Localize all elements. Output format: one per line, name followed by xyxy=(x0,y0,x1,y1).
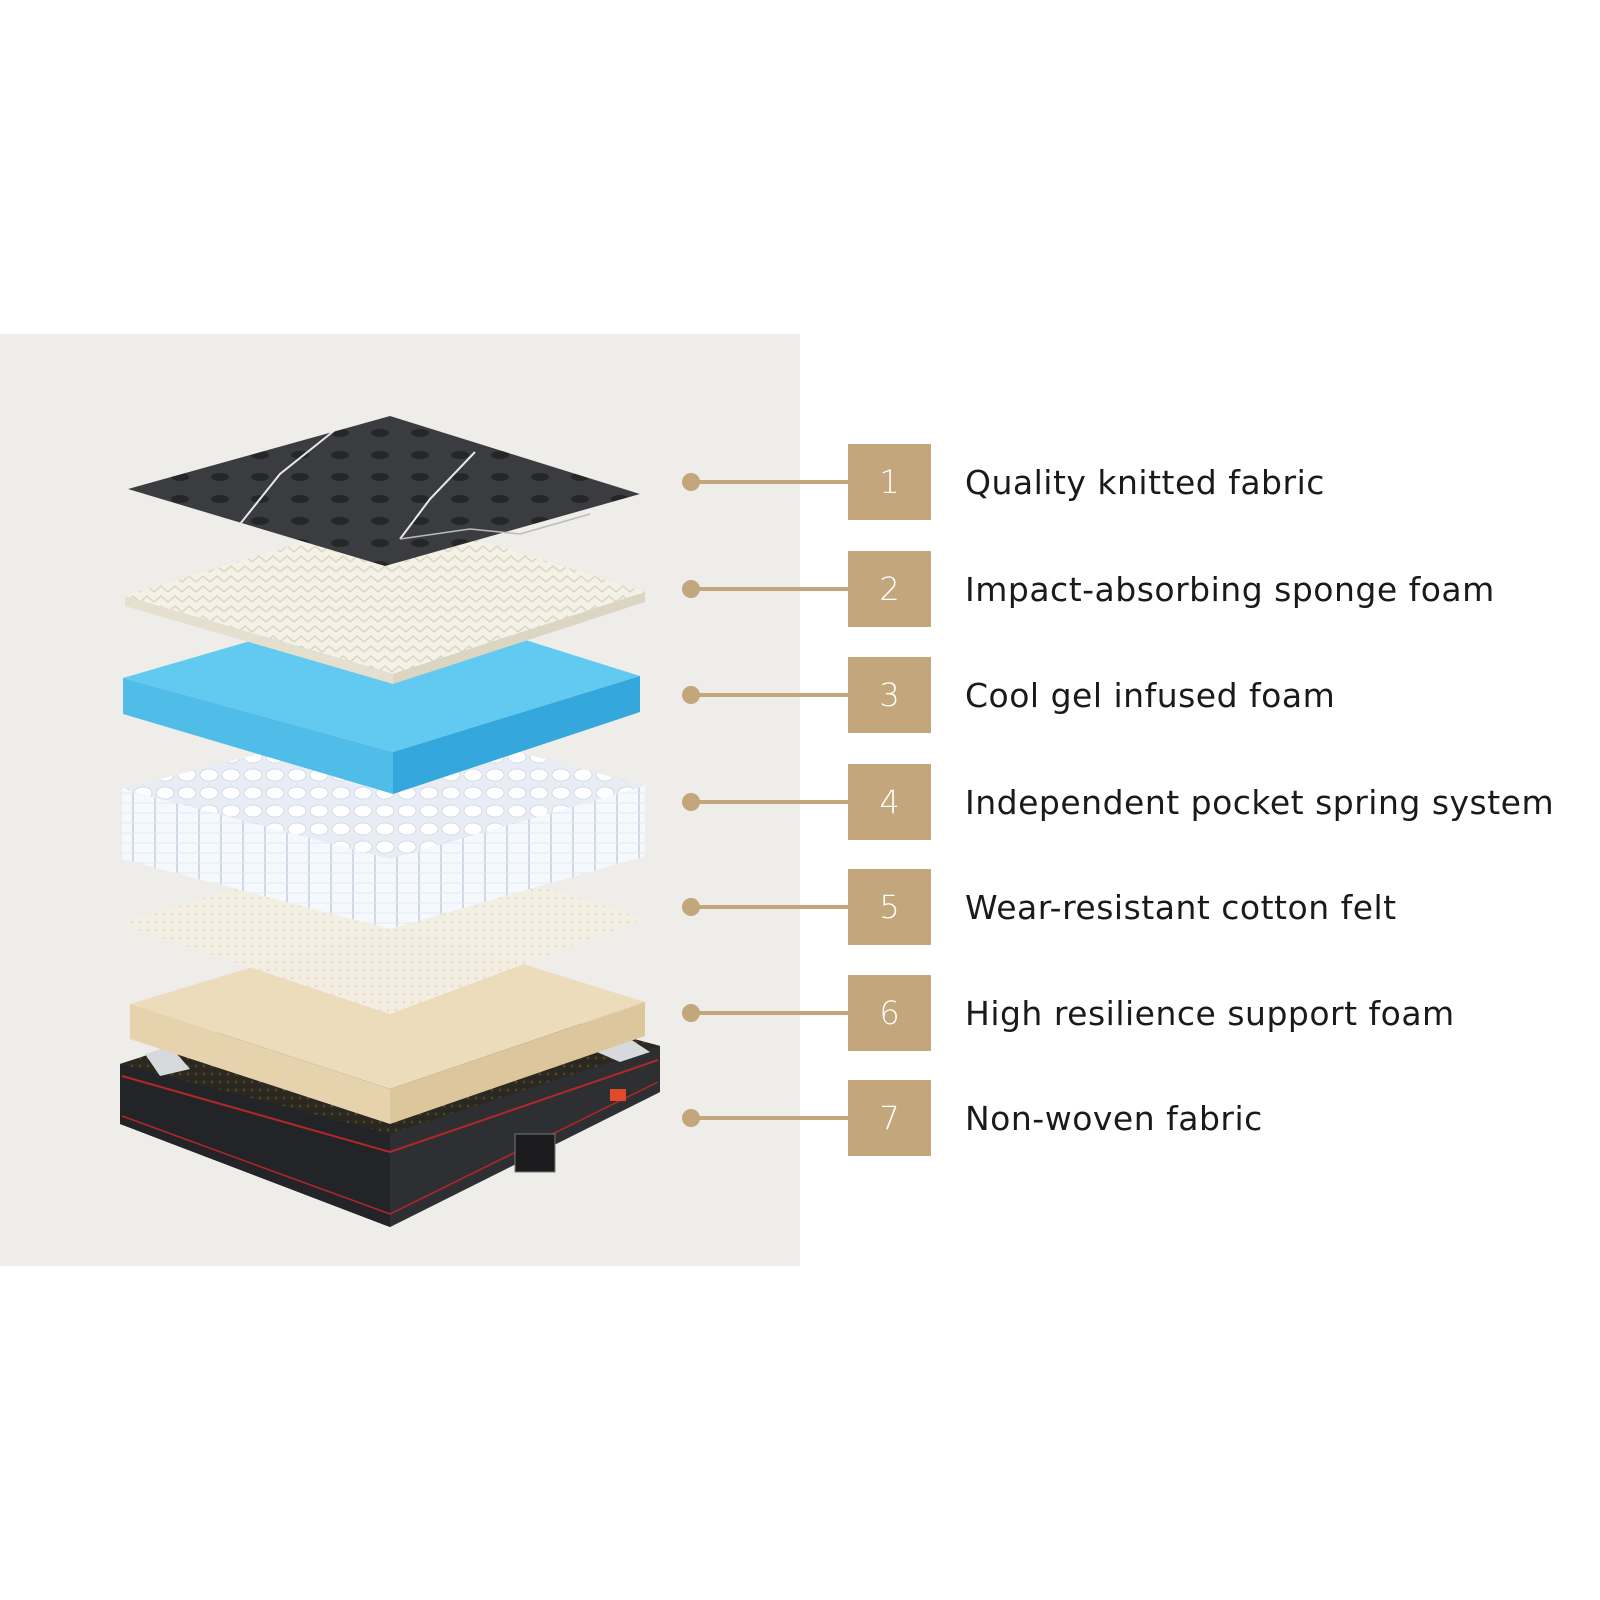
connector-line xyxy=(692,1011,852,1015)
layer-label: Non-woven fabric xyxy=(965,1098,1263,1138)
brand-tag-icon xyxy=(610,1089,626,1101)
layer-number-badge: 7 xyxy=(848,1080,931,1156)
callout-row-3: 3 Cool gel infused foam xyxy=(0,657,1600,733)
connector-line xyxy=(692,480,852,484)
callout-row-1: 1 Quality knitted fabric xyxy=(0,444,1600,520)
layer-number-badge: 4 xyxy=(848,764,931,840)
layer-2-sponge-foam xyxy=(125,514,645,684)
layer-label: Cool gel infused foam xyxy=(965,675,1336,715)
layer-number-badge: 3 xyxy=(848,657,931,733)
connector-dot-icon xyxy=(682,1109,700,1127)
connector-dot-icon xyxy=(682,473,700,491)
callout-row-2: 2 Impact-absorbing sponge foam xyxy=(0,551,1600,627)
connector-line xyxy=(692,905,852,909)
layer-label: Impact-absorbing sponge foam xyxy=(965,569,1495,609)
callout-row-4: 4 Independent pocket spring system xyxy=(0,764,1600,840)
connector-line xyxy=(692,587,852,591)
connector-dot-icon xyxy=(682,793,700,811)
layer-number-badge: 1 xyxy=(848,444,931,520)
connector-dot-icon xyxy=(682,580,700,598)
connector-line xyxy=(692,693,852,697)
layer-label: Independent pocket spring system xyxy=(965,782,1555,822)
connector-line xyxy=(692,800,852,804)
connector-dot-icon xyxy=(682,1004,700,1022)
layer-label: Wear-resistant cotton felt xyxy=(965,887,1397,927)
brand-label-icon xyxy=(514,1133,556,1173)
connector-dot-icon xyxy=(682,898,700,916)
layer-number-badge: 5 xyxy=(848,869,931,945)
layer-label: High resilience support foam xyxy=(965,993,1455,1033)
connector-dot-icon xyxy=(682,686,700,704)
layer-label: Quality knitted fabric xyxy=(965,462,1325,502)
layer-number-badge: 2 xyxy=(848,551,931,627)
mattress-exploded-illustration xyxy=(120,416,660,1227)
callout-row-6: 6 High resilience support foam xyxy=(0,975,1600,1051)
connector-line xyxy=(692,1116,852,1120)
layer-number-badge: 6 xyxy=(848,975,931,1051)
callout-row-5: 5 Wear-resistant cotton felt xyxy=(0,869,1600,945)
layer-1-knitted-fabric xyxy=(128,416,640,566)
callout-row-7: 7 Non-woven fabric xyxy=(0,1080,1600,1156)
